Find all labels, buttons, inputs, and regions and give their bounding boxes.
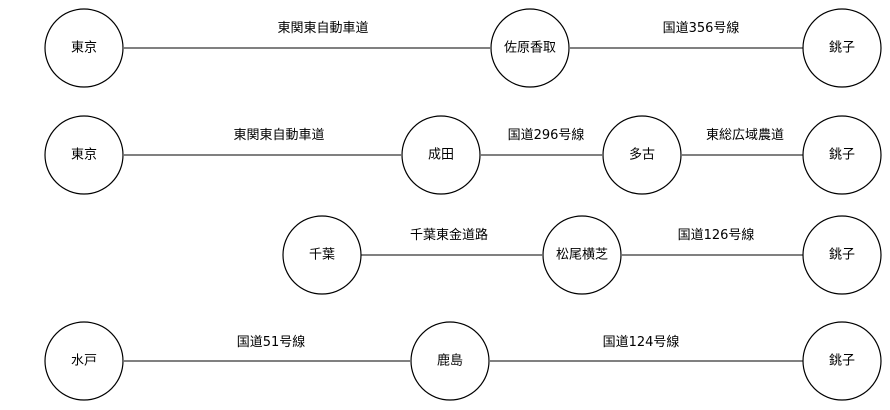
edge-label: 国道356号線	[663, 20, 740, 36]
station-node: 東京	[44, 8, 124, 88]
station-label: 水戸	[71, 354, 97, 369]
station-label: 銚子	[829, 41, 855, 56]
edge-label: 東総広域農道	[706, 127, 784, 143]
edge-label: 東関東自動車道	[277, 20, 368, 36]
station-node: 鹿島	[410, 321, 490, 401]
route-3: 千葉東金道路 国道126号線 千葉 松尾横芝 銚子	[282, 215, 882, 295]
station-node: 水戸	[44, 321, 124, 401]
edge-label: 国道124号線	[603, 334, 680, 350]
station-node: 銚子	[802, 115, 882, 195]
station-label: 東京	[71, 147, 97, 163]
station-node: 東京	[44, 115, 124, 195]
station-label: 多古	[629, 147, 655, 163]
station-label: 東京	[71, 40, 97, 56]
station-label: 銚子	[829, 248, 855, 263]
station-label: 佐原香取	[504, 41, 556, 56]
station-label: 銚子	[829, 148, 855, 163]
station-label: 成田	[428, 148, 454, 163]
station-node: 松尾横芝	[542, 215, 622, 295]
station-node: 銚子	[802, 321, 882, 401]
edge-label: 東関東自動車道	[233, 127, 324, 143]
station-node: 銚子	[802, 215, 882, 295]
station-label: 銚子	[829, 354, 855, 369]
station-node: 多古	[602, 115, 682, 195]
edge-label: 国道126号線	[678, 227, 755, 243]
edge-label: 国道296号線	[508, 127, 585, 143]
station-label: 鹿島	[437, 353, 463, 369]
station-node: 千葉	[282, 215, 362, 295]
station-label: 松尾横芝	[556, 247, 608, 263]
route-2: 東関東自動車道 国道296号線 東総広域農道 東京 成田 多古 銚子	[44, 115, 882, 195]
station-label: 千葉	[309, 248, 335, 263]
route-1: 東関東自動車道 国道356号線 東京 佐原香取 銚子	[44, 8, 882, 88]
edge-label: 千葉東金道路	[410, 227, 488, 243]
route-4: 国道51号線 国道124号線 水戸 鹿島 銚子	[44, 321, 882, 401]
station-node: 成田	[401, 115, 481, 195]
station-node: 銚子	[802, 8, 882, 88]
edge-label: 国道51号線	[237, 334, 306, 350]
station-node: 佐原香取	[490, 8, 570, 88]
